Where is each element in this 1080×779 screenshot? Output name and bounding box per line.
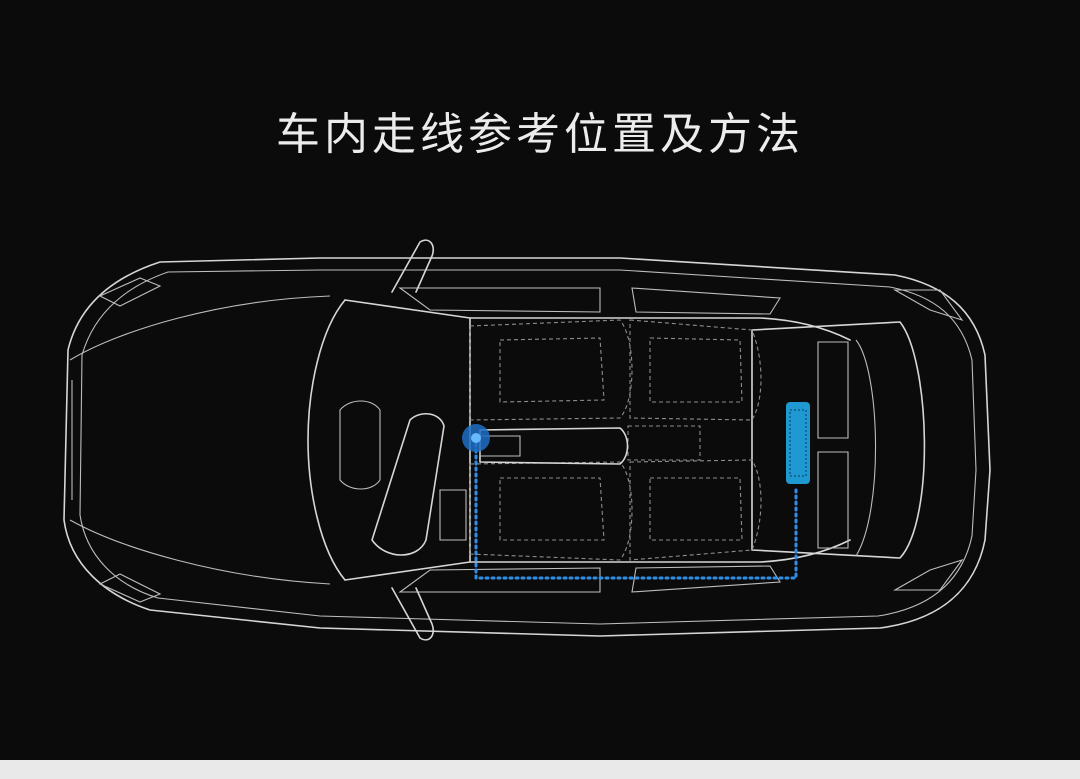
center-console: [479, 427, 629, 465]
cable-route: [474, 436, 798, 580]
seats: [469, 319, 762, 561]
purifier-device-icon: [786, 402, 810, 484]
footer-strip: [0, 760, 1080, 779]
car-body-outline: [63, 239, 991, 641]
page: 车内走线参考位置及方法: [63, 109, 991, 641]
car-top-view-diagram: [63, 239, 991, 641]
usb-port-marker-icon: [462, 424, 490, 452]
page-title: 车内走线参考位置及方法: [276, 109, 804, 160]
